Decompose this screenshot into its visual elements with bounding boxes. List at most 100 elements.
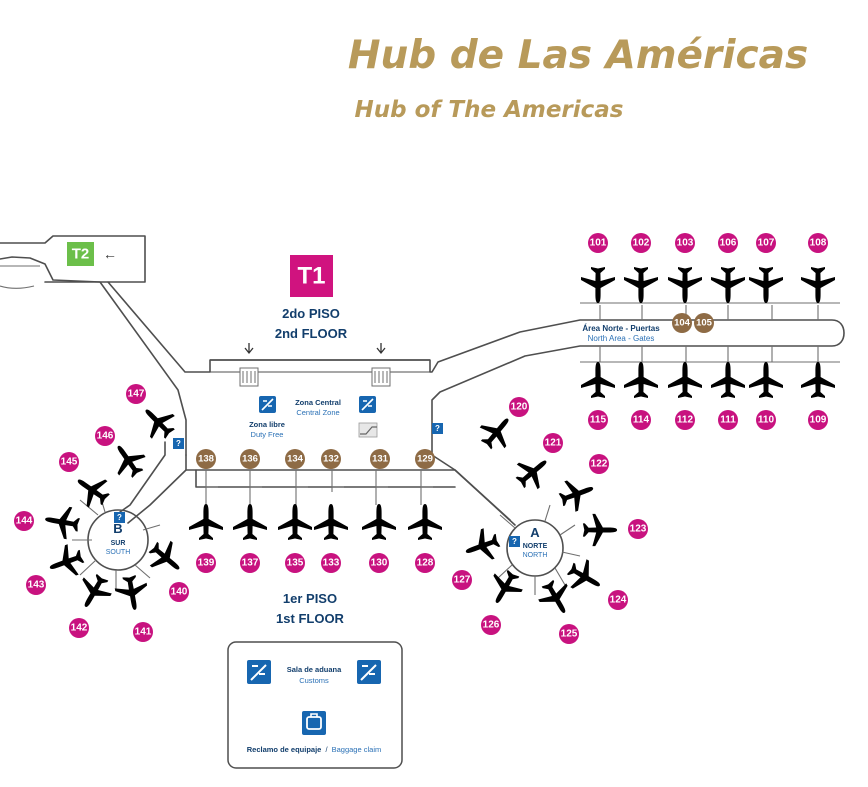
t2-badge[interactable]: T2 ← bbox=[67, 242, 117, 266]
airplane-icon bbox=[104, 436, 152, 484]
info-icon[interactable]: ? bbox=[173, 438, 184, 449]
gate-111[interactable]: 111 bbox=[718, 410, 738, 430]
airplane-icon bbox=[668, 362, 702, 398]
info-icon[interactable]: ? bbox=[509, 536, 520, 547]
svg-text:126: 126 bbox=[483, 620, 500, 631]
baggage-claim-label: Reclamo de equipaje / Baggage claim bbox=[247, 745, 382, 754]
upper-floor-es: 2do PISO bbox=[282, 306, 340, 321]
gate-108[interactable]: 108 bbox=[808, 233, 828, 253]
gate-129[interactable]: 129 bbox=[415, 449, 435, 469]
escalator-right bbox=[371, 343, 391, 387]
gate-122[interactable]: 122 bbox=[589, 454, 609, 474]
svg-text:107: 107 bbox=[758, 238, 775, 249]
svg-text:102: 102 bbox=[633, 238, 650, 249]
gate-133[interactable]: 133 bbox=[321, 553, 341, 573]
airplane-icon bbox=[555, 472, 599, 516]
upper-floor-en: 2nd FLOOR bbox=[275, 326, 348, 341]
customs-icon bbox=[357, 660, 381, 684]
escalator-icon bbox=[358, 422, 378, 438]
gate-147[interactable]: 147 bbox=[126, 384, 146, 404]
svg-text:124: 124 bbox=[610, 595, 627, 606]
airplane-icon bbox=[581, 362, 615, 398]
gate-135[interactable]: 135 bbox=[285, 553, 305, 573]
svg-text:115: 115 bbox=[590, 415, 607, 426]
central-zone-es: Zona Central bbox=[295, 398, 341, 407]
svg-text:121: 121 bbox=[545, 438, 562, 449]
airplane-icon bbox=[801, 267, 835, 303]
gate-114[interactable]: 114 bbox=[631, 410, 651, 430]
gate-136[interactable]: 136 bbox=[240, 449, 260, 469]
airplane-icon bbox=[278, 504, 312, 540]
gate-109[interactable]: 109 bbox=[808, 410, 828, 430]
customs-label-en: Customs bbox=[299, 676, 329, 685]
airplane-icon bbox=[189, 504, 223, 540]
gate-141[interactable]: 141 bbox=[133, 622, 153, 642]
gate-115[interactable]: 115 bbox=[588, 410, 608, 430]
gate-106[interactable]: 106 bbox=[718, 233, 738, 253]
gate-110[interactable]: 110 bbox=[756, 410, 776, 430]
airplane-icon bbox=[233, 504, 267, 540]
info-icon[interactable]: ? bbox=[432, 423, 443, 434]
gate-130[interactable]: 130 bbox=[369, 553, 389, 573]
gate-146[interactable]: 146 bbox=[95, 426, 115, 446]
north-area-es: Área Norte - Puertas bbox=[582, 324, 660, 333]
baggage-icon bbox=[302, 711, 326, 735]
airplane-icon bbox=[533, 575, 579, 621]
gate-112[interactable]: 112 bbox=[675, 410, 695, 430]
svg-text:136: 136 bbox=[242, 454, 258, 465]
gate-128[interactable]: 128 bbox=[415, 553, 435, 573]
info-icon[interactable]: ? bbox=[114, 512, 125, 523]
svg-text:129: 129 bbox=[417, 454, 433, 465]
gate-142[interactable]: 142 bbox=[69, 618, 89, 638]
gate-138[interactable]: 138 bbox=[196, 449, 216, 469]
svg-text:127: 127 bbox=[454, 575, 471, 586]
lower-floor-es: 1er PISO bbox=[283, 591, 337, 606]
gate-101[interactable]: 101 bbox=[588, 233, 608, 253]
customs-icon bbox=[247, 660, 271, 684]
svg-text:105: 105 bbox=[696, 318, 713, 329]
t2-label: T2 bbox=[72, 246, 90, 263]
svg-text:132: 132 bbox=[323, 454, 339, 465]
gate-123[interactable]: 123 bbox=[628, 519, 648, 539]
gate-140[interactable]: 140 bbox=[169, 582, 189, 602]
gate-137[interactable]: 137 bbox=[240, 553, 260, 573]
gate-132[interactable]: 132 bbox=[321, 449, 341, 469]
svg-text:109: 109 bbox=[810, 415, 827, 426]
airplane-icon bbox=[749, 267, 783, 303]
svg-text:143: 143 bbox=[28, 580, 45, 591]
gate-124[interactable]: 124 bbox=[608, 590, 628, 610]
duty-free-en: Duty Free bbox=[251, 430, 284, 439]
gate-143[interactable]: 143 bbox=[26, 575, 46, 595]
svg-text:103: 103 bbox=[677, 238, 694, 249]
gate-103[interactable]: 103 bbox=[675, 233, 695, 253]
gate-127[interactable]: 127 bbox=[452, 570, 472, 590]
services-panel: Sala de aduana Customs Reclamo de equipa… bbox=[227, 641, 403, 769]
hub-b-es: SUR bbox=[111, 540, 126, 547]
svg-text:142: 142 bbox=[71, 623, 88, 634]
airplane-icon bbox=[509, 448, 557, 496]
gate-120[interactable]: 120 bbox=[509, 397, 529, 417]
gate-102[interactable]: 102 bbox=[631, 233, 651, 253]
svg-text:101: 101 bbox=[590, 238, 607, 249]
airplane-icon bbox=[460, 524, 504, 568]
gate-121[interactable]: 121 bbox=[543, 433, 563, 453]
svg-text:114: 114 bbox=[633, 415, 650, 426]
airplane-icon bbox=[42, 503, 82, 541]
airplane-icon bbox=[624, 362, 658, 398]
gate-126[interactable]: 126 bbox=[481, 615, 501, 635]
gate-104[interactable]: 104 bbox=[672, 313, 692, 333]
gate-105[interactable]: 105 bbox=[694, 313, 714, 333]
svg-text:140: 140 bbox=[171, 587, 188, 598]
gate-145[interactable]: 145 bbox=[59, 452, 79, 472]
airplane-icon bbox=[68, 466, 116, 514]
svg-text:134: 134 bbox=[287, 454, 304, 465]
gate-107[interactable]: 107 bbox=[756, 233, 776, 253]
airplane-icon bbox=[801, 362, 835, 398]
gate-139[interactable]: 139 bbox=[196, 553, 216, 573]
airplane-icon bbox=[113, 573, 151, 613]
central-zone-en: Central Zone bbox=[296, 408, 339, 417]
gate-144[interactable]: 144 bbox=[14, 511, 34, 531]
gate-125[interactable]: 125 bbox=[559, 624, 579, 644]
gate-131[interactable]: 131 bbox=[370, 449, 390, 469]
gate-134[interactable]: 134 bbox=[285, 449, 305, 469]
